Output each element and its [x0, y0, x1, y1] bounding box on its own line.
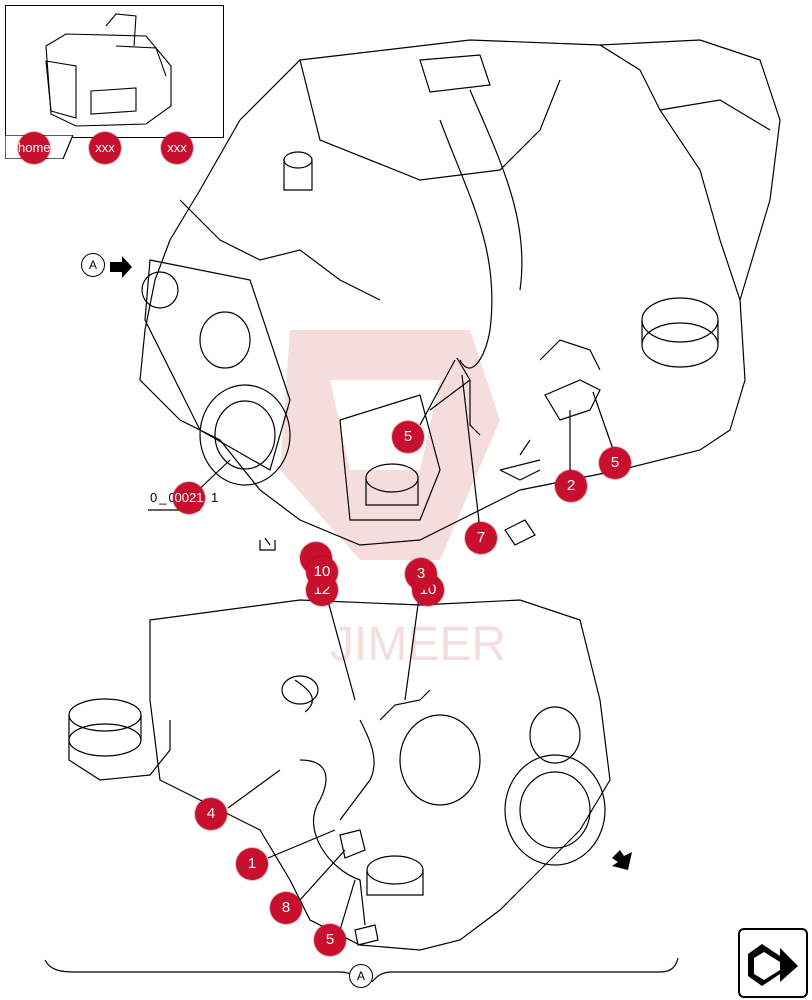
watermark-logo: JIMEER: [280, 330, 506, 671]
callout-5[interactable]: 5: [599, 447, 631, 479]
top-engine: [139, 39, 781, 551]
callout-5[interactable]: 5: [392, 421, 424, 453]
link-button-2[interactable]: xxx: [161, 132, 193, 164]
callout-0021[interactable]: 0021: [173, 482, 205, 514]
callout-1[interactable]: 1: [236, 848, 268, 880]
link-button-1[interactable]: xxx: [89, 132, 121, 164]
callout-8[interactable]: 8: [270, 892, 302, 924]
arrow-icon: [110, 256, 632, 870]
callout-5[interactable]: 5: [314, 924, 346, 956]
return-button[interactable]: [738, 928, 808, 998]
machine-thumbnail-icon: [45, 13, 172, 127]
callout-2[interactable]: 2: [555, 470, 587, 502]
return-arrow-icon: [748, 944, 798, 986]
callout-3[interactable]: 3: [405, 558, 437, 590]
callout-4[interactable]: 4: [195, 798, 227, 830]
callout-10[interactable]: 10: [306, 556, 338, 588]
svg-text:JIMEER: JIMEER: [330, 618, 506, 671]
home-button[interactable]: home: [18, 132, 51, 164]
view-marker-top: A: [81, 253, 105, 277]
view-marker-bottom: A: [349, 964, 373, 988]
callout-7[interactable]: 7: [465, 522, 497, 554]
inset-thumbnail: [5, 5, 224, 138]
